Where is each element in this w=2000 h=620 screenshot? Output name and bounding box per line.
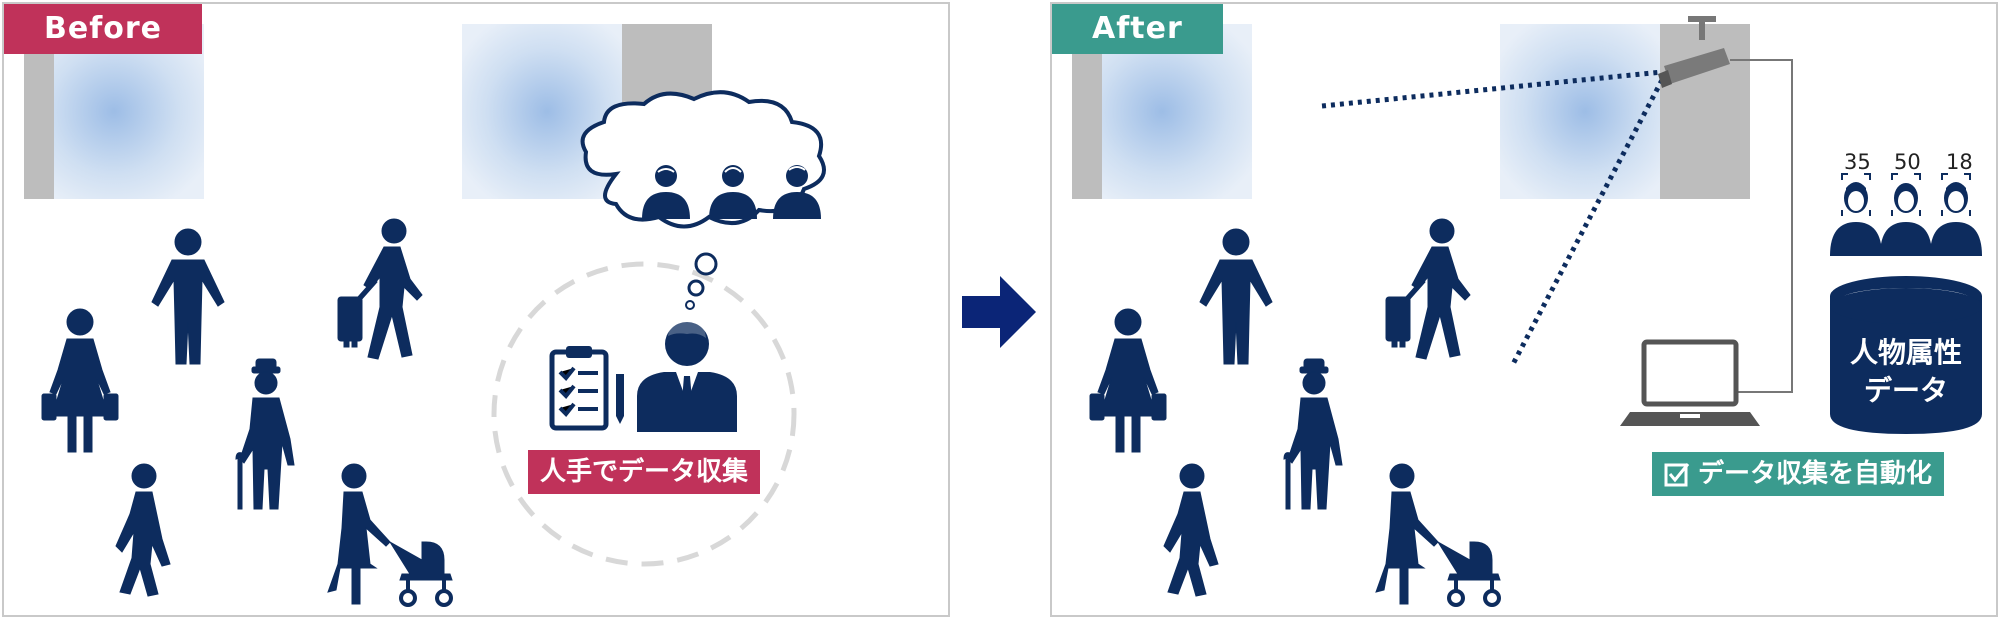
age-label-2: 50 bbox=[1894, 150, 1921, 174]
clipboard-icon bbox=[549, 346, 609, 431]
staff-highlight-circle bbox=[491, 261, 797, 567]
before-to-after-arrow-icon bbox=[962, 276, 1036, 348]
person-icon bbox=[1199, 228, 1273, 365]
before-tag: Before bbox=[4, 4, 203, 54]
age-label-3: 18 bbox=[1946, 150, 1973, 174]
person-with-bags-icon bbox=[41, 308, 119, 453]
walking-person-icon bbox=[1163, 463, 1219, 597]
person-with-bags-icon bbox=[1089, 308, 1167, 453]
camera-cable bbox=[1730, 59, 1793, 393]
database-icon bbox=[1830, 276, 1982, 434]
age-label-1: 35 bbox=[1844, 150, 1871, 174]
person-with-suitcase-icon bbox=[1385, 218, 1471, 360]
after-panel: After 35 50 18 人物属性 データ データ収集を自動化 bbox=[1050, 2, 1998, 617]
thought-bubble-icon bbox=[580, 90, 826, 310]
security-camera-icon bbox=[1658, 16, 1730, 88]
before-scene bbox=[24, 24, 826, 607]
pen-icon bbox=[616, 374, 624, 424]
camera-view-lines bbox=[1321, 69, 1665, 368]
businessman-icon bbox=[637, 319, 737, 432]
after-tag: After bbox=[1052, 4, 1223, 54]
before-panel: Before 人手でデータ収集 bbox=[2, 2, 950, 617]
database-label: 人物属性 データ bbox=[1830, 334, 1982, 410]
laptop-icon bbox=[1620, 339, 1760, 426]
database-label-line1: 人物属性 bbox=[1849, 336, 1962, 369]
person-with-stroller-icon bbox=[326, 462, 454, 607]
checkbox-icon bbox=[1664, 463, 1690, 487]
elderly-person-with-cane-icon bbox=[235, 358, 295, 510]
automated-collection-caption-text: データ収集を自動化 bbox=[1698, 459, 1933, 489]
person-with-stroller-icon bbox=[1374, 462, 1502, 607]
walking-person-icon bbox=[115, 463, 171, 597]
wall-right bbox=[1660, 24, 1750, 199]
window-right bbox=[1500, 24, 1670, 199]
person-icon bbox=[151, 228, 225, 365]
after-scene bbox=[1072, 16, 1982, 607]
person-with-suitcase-icon bbox=[337, 218, 423, 360]
face-detection-icons bbox=[1830, 173, 1982, 256]
elderly-person-with-cane-icon bbox=[1283, 358, 1343, 510]
database-label-line2: データ bbox=[1863, 374, 1948, 407]
manual-collection-caption: 人手でデータ収集 bbox=[528, 450, 761, 494]
automated-collection-caption: データ収集を自動化 bbox=[1652, 452, 1945, 496]
